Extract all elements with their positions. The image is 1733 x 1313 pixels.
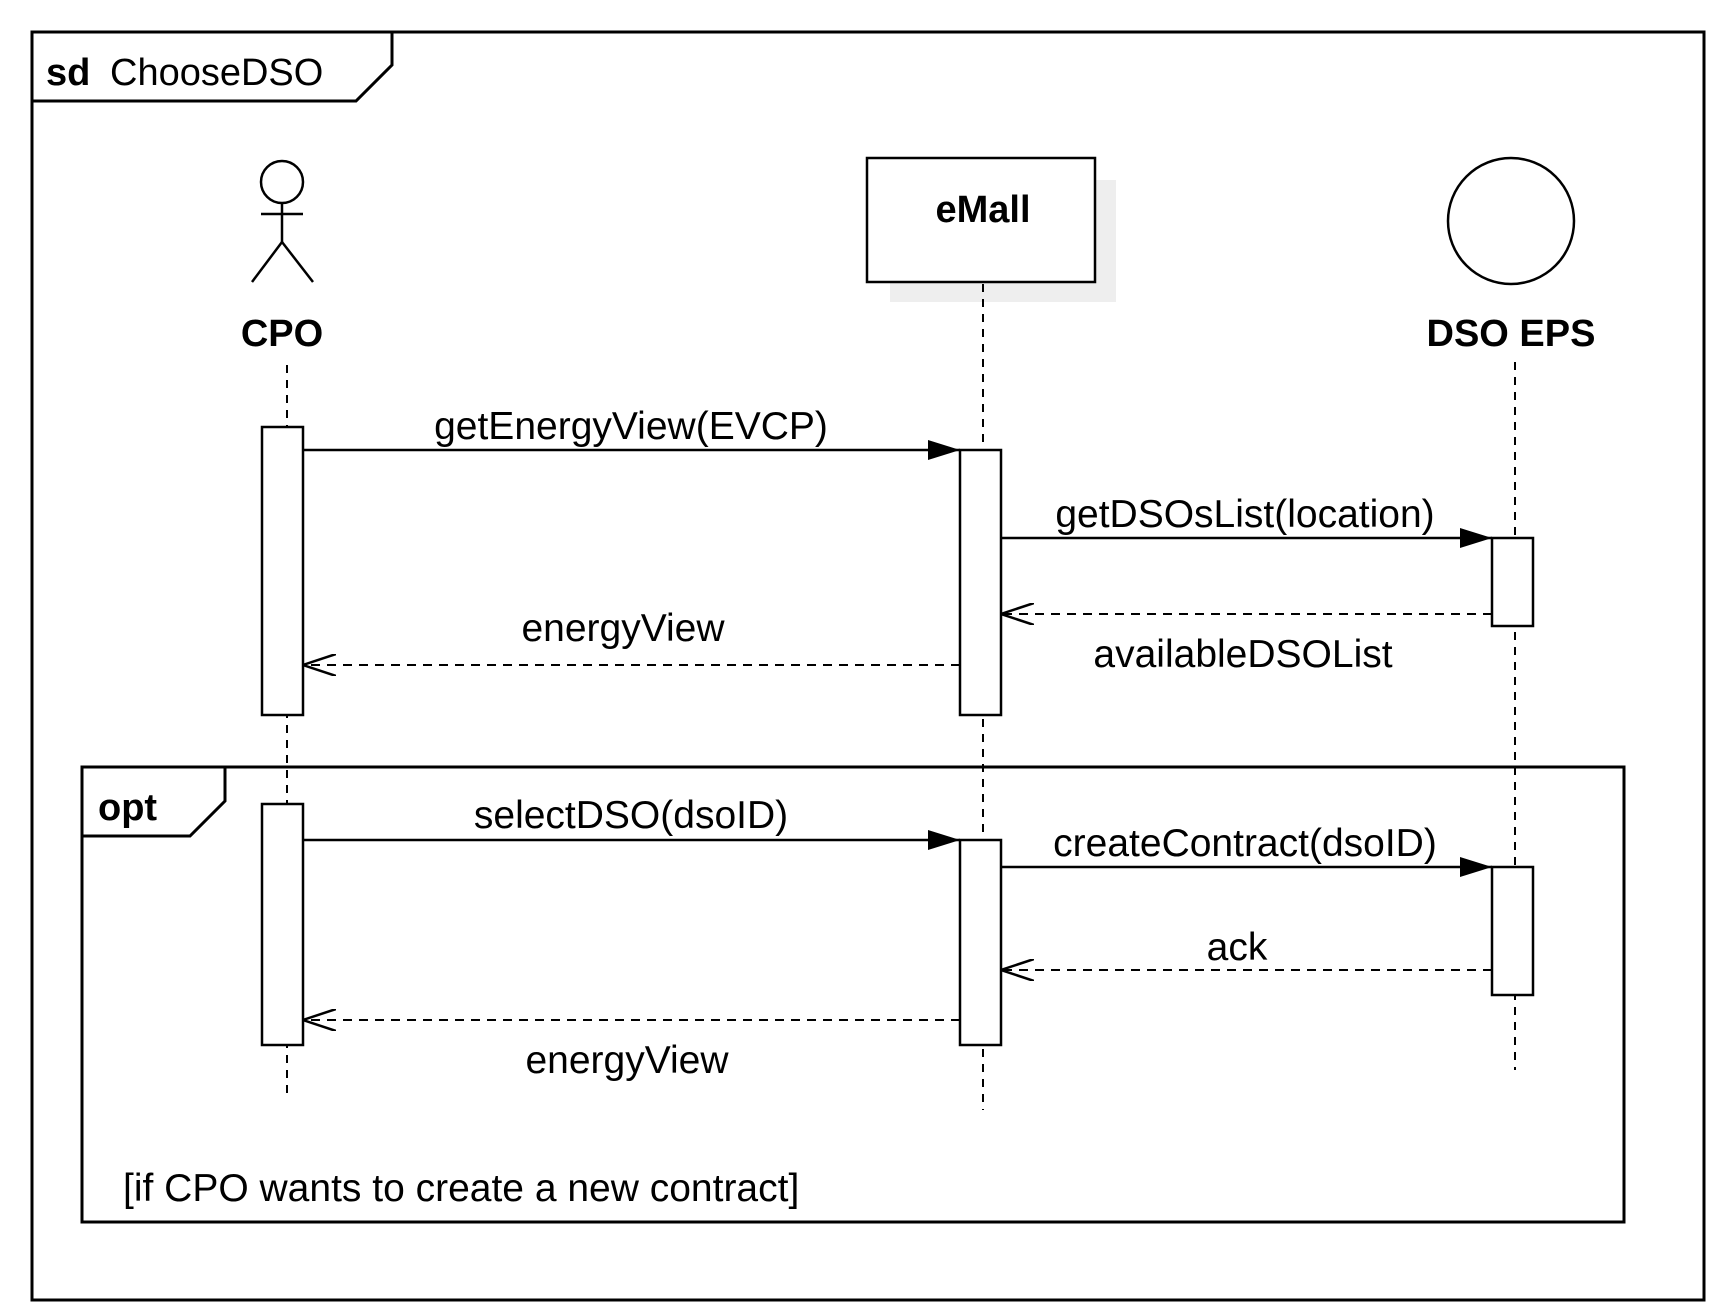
opt-fragment: opt [if CPO wants to create a new contra…: [80, 765, 1626, 1224]
activation-dso-2: [1490, 865, 1535, 997]
frame-name: ChooseDSO: [110, 52, 323, 94]
participant-dso-eps: DSO EPS: [1427, 156, 1596, 355]
entity-icon: [1446, 156, 1576, 286]
message-label: energyView: [521, 607, 725, 650]
message-label: selectDSO(dsoID): [474, 794, 788, 837]
participant-label-cpo: CPO: [241, 313, 323, 355]
message-label: getDSOsList(location): [1055, 493, 1434, 536]
message-label: getEnergyView(EVCP): [434, 405, 828, 448]
participant-cpo: CPO: [241, 159, 323, 355]
message-available-dso-list: availableDSOList: [1001, 614, 1492, 676]
message-label: ack: [1207, 926, 1268, 969]
message-get-energy-view: getEnergyView(EVCP): [303, 405, 960, 460]
participant-label-emall: eMall: [935, 189, 1030, 231]
activation-cpo-1: [260, 425, 305, 717]
activation-cpo-2: [260, 802, 305, 1047]
message-label: energyView: [525, 1039, 729, 1082]
actor-icon: [251, 159, 314, 283]
sd-frame: sd ChooseDSO: [30, 30, 1706, 1302]
fragment-operator: opt: [98, 787, 157, 829]
message-label: availableDSOList: [1093, 633, 1392, 676]
participant-emall: eMall: [865, 156, 1116, 302]
message-energy-view-return-1: energyView: [303, 607, 960, 665]
message-label: createContract(dsoID): [1053, 822, 1437, 865]
message-energy-view-return-2: energyView: [303, 1020, 960, 1082]
activation-emall-1: [958, 448, 1003, 717]
frame-keyword: sd: [46, 52, 90, 94]
participant-box: [865, 156, 1097, 284]
participant-label-dso-eps: DSO EPS: [1427, 313, 1596, 355]
message-create-contract: createContract(dsoID): [1001, 822, 1492, 877]
activation-emall-2: [958, 838, 1003, 1047]
message-select-dso: selectDSO(dsoID): [303, 794, 960, 850]
message-ack: ack: [1001, 926, 1492, 970]
fragment-guard: [if CPO wants to create a new contract]: [123, 1167, 799, 1210]
message-get-dsos-list: getDSOsList(location): [1001, 493, 1492, 548]
activation-dso-1: [1490, 536, 1535, 628]
